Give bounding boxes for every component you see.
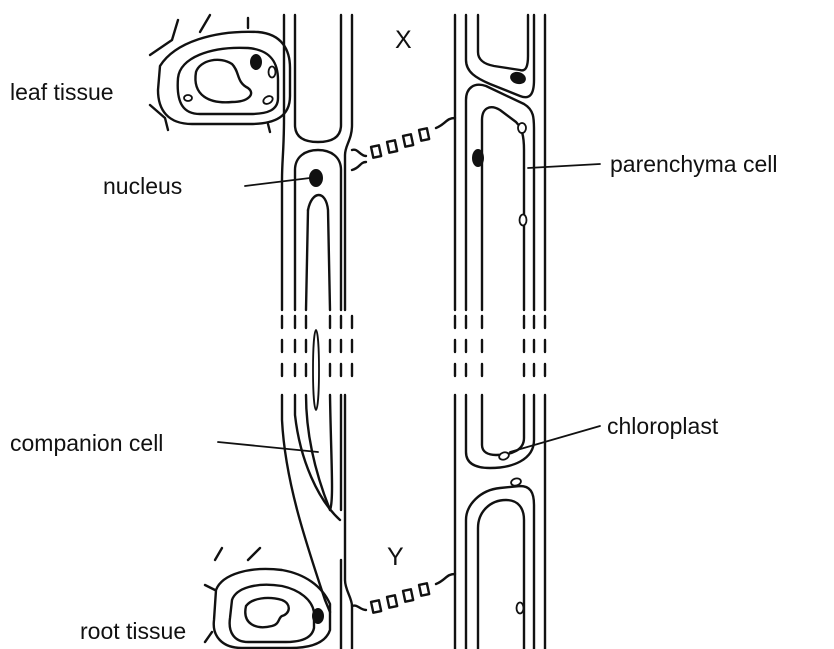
leaf-tissue-cells bbox=[150, 15, 290, 132]
connection-top bbox=[352, 118, 455, 170]
chloroplast-label: chloroplast bbox=[607, 413, 719, 439]
parenchyma-cell-label: parenchyma cell bbox=[610, 151, 777, 177]
break-lines-left bbox=[282, 316, 352, 376]
nucleus-label: nucleus bbox=[103, 173, 182, 199]
parenchyma-column bbox=[455, 15, 545, 649]
connection-bottom bbox=[352, 574, 455, 613]
nucleus-pointer bbox=[245, 178, 310, 186]
parenchyma-cell-pointer bbox=[528, 164, 600, 168]
point-y-label: Y bbox=[387, 543, 404, 571]
root-tissue-cells bbox=[205, 548, 330, 648]
point-x-label: X bbox=[395, 26, 412, 54]
companion-cell-pointer bbox=[218, 442, 318, 452]
root-tissue-label: root tissue bbox=[80, 618, 186, 644]
companion-cell-label: companion cell bbox=[10, 430, 163, 456]
label-pointers bbox=[218, 164, 600, 452]
text-labels: leaf tissue nucleus companion cell root … bbox=[10, 26, 777, 644]
break-lines-right bbox=[455, 316, 545, 376]
sieve-tube bbox=[295, 15, 352, 649]
leaf-tissue-label: leaf tissue bbox=[10, 79, 114, 105]
